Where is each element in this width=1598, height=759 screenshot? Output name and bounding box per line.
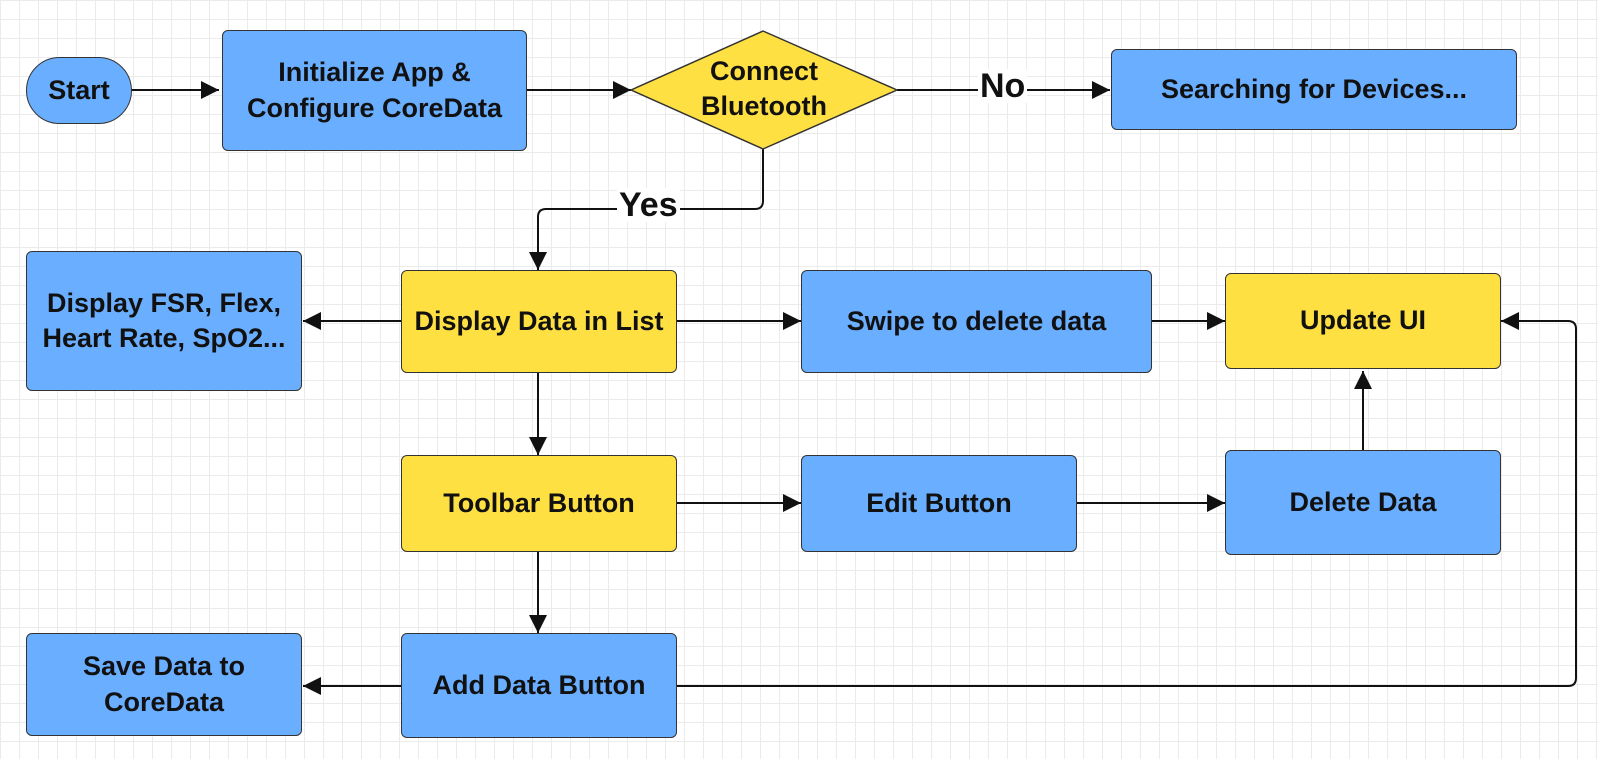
connect-decision-node[interactable]: Connect Bluetooth <box>666 44 862 134</box>
display-list-node-label: Display Data in List <box>414 305 664 336</box>
edge-label-no: No <box>978 67 1028 105</box>
edge-label-yes: Yes <box>617 186 680 224</box>
display-fsr-node-label: Display FSR, Flex, Heart Rate, SpO2... <box>42 287 286 353</box>
searching-node-label: Searching for Devices... <box>1160 73 1468 104</box>
swipe-node-label: Swipe to delete data <box>846 305 1107 336</box>
connector-add-to-update-ui <box>676 312 1577 687</box>
save-node-label: Save Data to CoreData <box>82 651 246 717</box>
edit-node[interactable]: Edit Button <box>801 455 1077 552</box>
save-node[interactable]: Save Data to CoreData <box>26 633 302 736</box>
start-node[interactable]: Start <box>26 57 132 124</box>
update-ui-node[interactable]: Update UI <box>1225 273 1501 369</box>
update-ui-node-label: Update UI <box>1299 305 1426 336</box>
start-node-label: Start <box>48 74 110 105</box>
toolbar-node[interactable]: Toolbar Button <box>401 455 677 552</box>
delete-node-label: Delete Data <box>1289 486 1437 517</box>
add-node[interactable]: Add Data Button <box>401 633 677 738</box>
init-node-label: Initialize App & Configure CoreData <box>246 57 503 123</box>
display-list-node[interactable]: Display Data in List <box>401 270 677 373</box>
decision-diamond-shape <box>630 30 898 150</box>
edit-node-label: Edit Button <box>866 487 1012 518</box>
add-node-label: Add Data Button <box>432 669 646 700</box>
delete-node[interactable]: Delete Data <box>1225 450 1501 555</box>
swipe-node[interactable]: Swipe to delete data <box>801 270 1152 373</box>
connect-decision-label: Connect Bluetooth <box>701 55 827 121</box>
init-node[interactable]: Initialize App & Configure CoreData <box>222 30 527 151</box>
searching-node[interactable]: Searching for Devices... <box>1111 49 1517 130</box>
toolbar-node-label: Toolbar Button <box>443 487 635 518</box>
display-fsr-node[interactable]: Display FSR, Flex, Heart Rate, SpO2... <box>26 251 302 391</box>
